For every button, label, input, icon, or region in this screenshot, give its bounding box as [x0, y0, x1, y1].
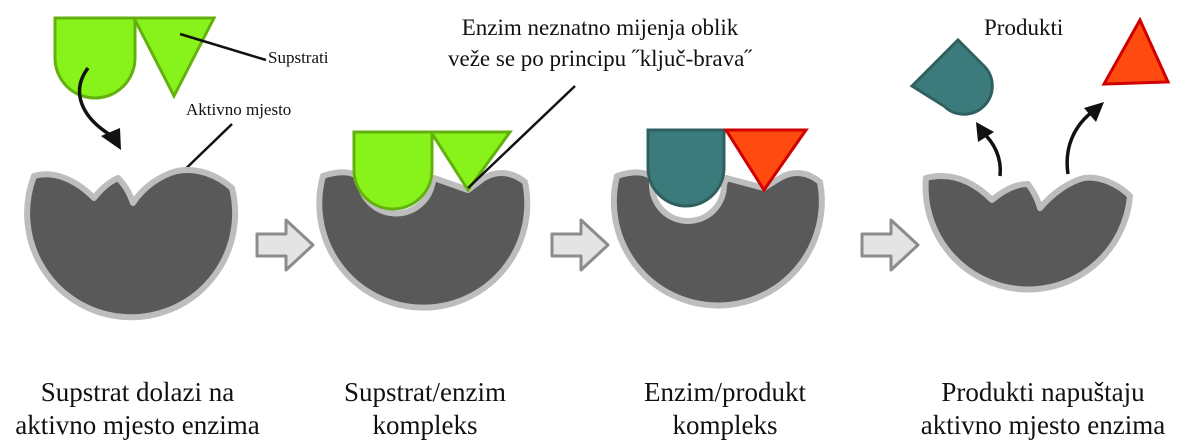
caption-2-line-2: kompleks: [372, 410, 478, 440]
active-site-label: Aktivno mjesto: [186, 100, 292, 119]
supstrati-label: Supstrati: [268, 48, 329, 67]
produkti-label: Produkti: [984, 15, 1064, 40]
curved-arrow-down: [77, 66, 121, 150]
note-line-1: Enzim neznatno mijenja oblik: [461, 15, 739, 40]
caption-4-line-1: Produkti napuštaju: [941, 377, 1145, 407]
note-pointer: [467, 85, 576, 189]
product-round-3: [646, 128, 726, 208]
caption-1-line-2: aktivno mjesto enzima: [15, 410, 260, 440]
product-round-4: [909, 37, 994, 116]
enzyme-4: [922, 173, 1133, 293]
caption-1: Supstrat dolazi na aktivno mjesto enzima: [0, 376, 275, 442]
substrate-triangle-2: [428, 130, 513, 193]
caption-1-line-1: Supstrat dolazi na: [40, 377, 235, 407]
substrate-round-2: [352, 130, 434, 211]
supstrati-pointer: [179, 32, 267, 62]
step-arrow-2: [550, 218, 610, 272]
caption-3: Enzim/produkt kompleks: [595, 376, 855, 442]
caption-4: Produkti napuštaju aktivno mjesto enzima: [904, 376, 1182, 442]
step-arrow-3: [860, 218, 920, 272]
caption-4-line-2: aktivno mjesto enzima: [920, 410, 1166, 440]
caption-3-line-1: Enzim/produkt: [644, 377, 806, 407]
substrate-triangle-1: [131, 16, 217, 100]
step-arrow-1: [255, 218, 315, 272]
enzyme-1: [24, 167, 239, 321]
curved-arrow-up-left: [976, 122, 1003, 177]
caption-2-line-1: Supstrat/enzim: [344, 377, 506, 407]
caption-3-line-2: kompleks: [672, 410, 778, 440]
enzyme-3: [610, 169, 825, 309]
curved-arrow-up-right: [1065, 102, 1104, 175]
note-line-2: veže se po principu ˝ključ-brava˝: [448, 46, 752, 71]
caption-2: Supstrat/enzim kompleks: [300, 376, 550, 442]
substrate-round-1: [53, 16, 137, 100]
product-triangle-3: [723, 128, 809, 193]
product-triangle-4: [1101, 16, 1171, 86]
